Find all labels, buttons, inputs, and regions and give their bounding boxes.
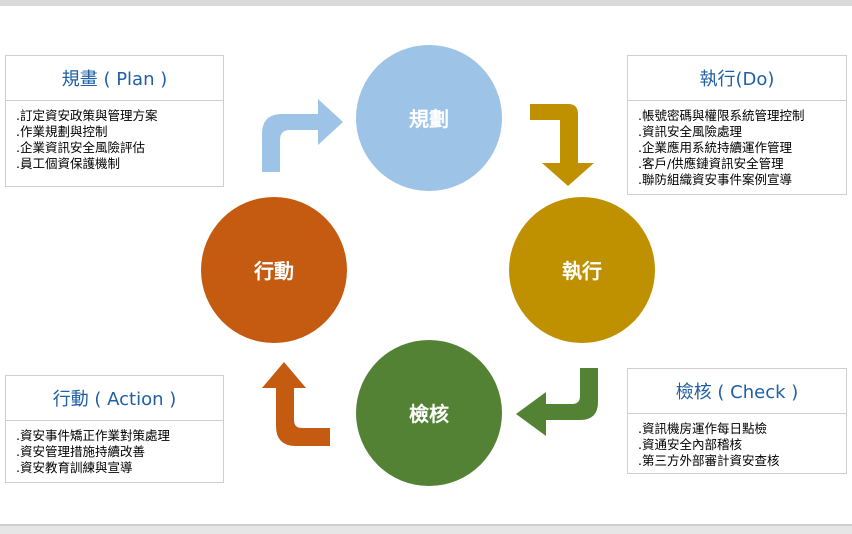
list-item: .作業規劃與控制 [16, 124, 108, 139]
act-box-list: .資安事件矯正作業對策處理 .資安管理措施持續改善 .資安教育訓練與宣導 [6, 421, 223, 476]
do-box-title: 執行(Do) [628, 56, 846, 101]
do-box: 執行(Do) .帳號密碼與權限系統管理控制 .資訊安全風險處理 .企業應用系統持… [627, 55, 847, 195]
act-circle [201, 197, 347, 343]
act-box: 行動 ( Action ) .資安事件矯正作業對策處理 .資安管理措施持續改善 … [5, 375, 224, 483]
check-box-list: .資訊機房運作每日點檢 .資通安全內部稽核 .第三方外部審計資安查核 [628, 414, 846, 469]
list-item: .客戶/供應鏈資訊安全管理 [638, 156, 784, 171]
list-item: .企業資訊安全風險評估 [16, 140, 145, 155]
list-item: .資通安全內部稽核 [638, 437, 742, 452]
check-box: 檢核 ( Check ) .資訊機房運作每日點檢 .資通安全內部稽核 .第三方外… [627, 368, 847, 474]
plan-circle [356, 45, 502, 191]
arrow-act-to-plan [262, 99, 343, 172]
list-item: .帳號密碼與權限系統管理控制 [638, 108, 805, 123]
check-circle [356, 340, 502, 486]
plan-circle-label: 規劃 [409, 107, 449, 131]
plan-box-title: 規畫 ( Plan ) [6, 56, 223, 101]
check-box-title: 檢核 ( Check ) [628, 369, 846, 414]
list-item: .第三方外部審計資安查核 [638, 453, 780, 468]
bottom-divider [0, 524, 852, 534]
plan-box-list: .訂定資安政策與管理方案 .作業規劃與控制 .企業資訊安全風險評估 .員工個資保… [6, 101, 223, 172]
act-box-title: 行動 ( Action ) [6, 376, 223, 421]
plan-box: 規畫 ( Plan ) .訂定資安政策與管理方案 .作業規劃與控制 .企業資訊安… [5, 55, 224, 187]
arrow-plan-to-do [530, 104, 594, 186]
list-item: .資安管理措施持續改善 [16, 444, 145, 459]
do-box-list: .帳號密碼與權限系統管理控制 .資訊安全風險處理 .企業應用系統持續運作管理 .… [628, 101, 846, 188]
list-item: .企業應用系統持續運作管理 [638, 140, 792, 155]
list-item: .員工個資保護機制 [16, 156, 120, 171]
list-item: .聯防組織資安事件案例宣導 [638, 172, 792, 187]
list-item: .訂定資安政策與管理方案 [16, 108, 158, 123]
do-circle-label: 執行 [562, 259, 602, 283]
list-item: .資訊安全風險處理 [638, 124, 742, 139]
list-item: .資安事件矯正作業對策處理 [16, 428, 170, 443]
arrow-do-to-check [516, 368, 598, 436]
arrow-check-to-act [262, 362, 330, 446]
top-divider [0, 0, 852, 6]
do-circle [509, 197, 655, 343]
list-item: .資訊機房運作每日點檢 [638, 421, 767, 436]
check-circle-label: 檢核 [409, 402, 449, 426]
act-circle-label: 行動 [253, 259, 294, 283]
list-item: .資安教育訓練與宣導 [16, 460, 133, 475]
